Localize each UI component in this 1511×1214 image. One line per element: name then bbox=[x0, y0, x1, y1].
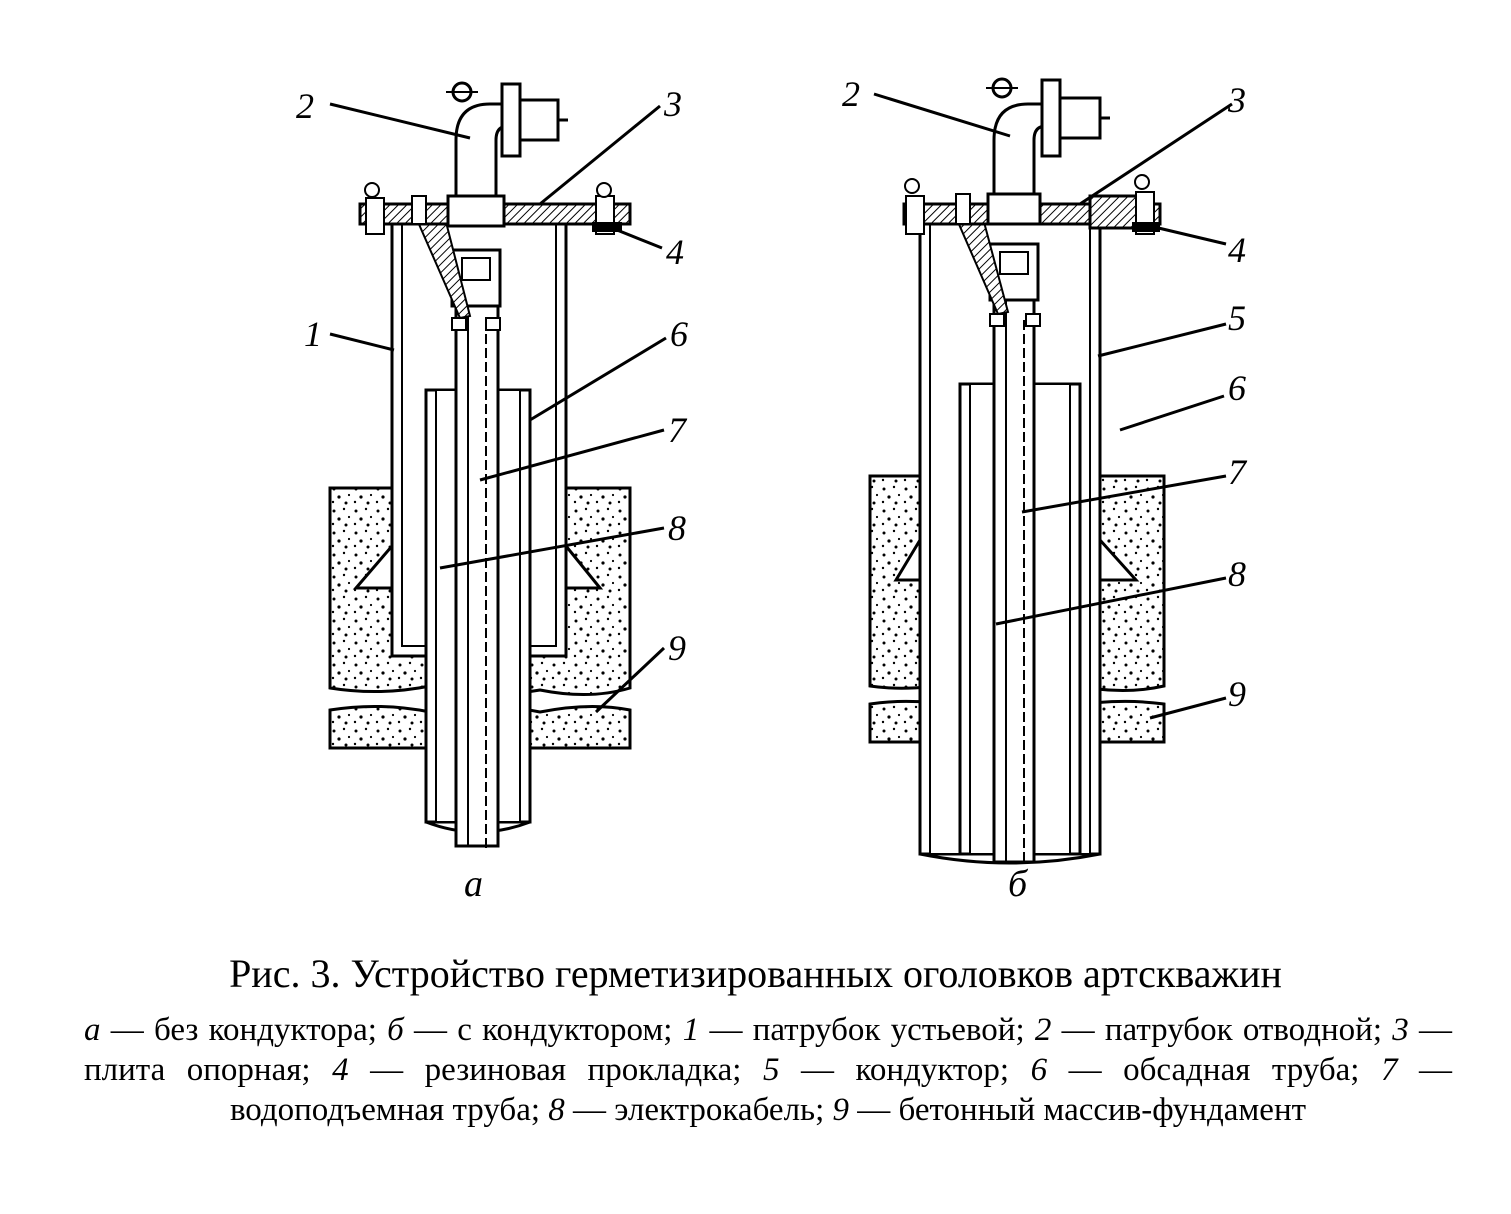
legend-text: — обсадная труба; bbox=[1047, 1052, 1381, 1088]
legend-text: — бетонный массив-фундамент bbox=[849, 1092, 1307, 1128]
anchor-right bbox=[1098, 536, 1140, 582]
legend-text: — кондуктор; bbox=[779, 1052, 1031, 1088]
anchor-left bbox=[893, 534, 922, 582]
sublabel-a: а bbox=[464, 863, 483, 905]
variant-a-drawing bbox=[328, 81, 632, 852]
legend-text: — резиновая прокладка; bbox=[348, 1052, 763, 1088]
legend-text: — водоподъемная труба; bbox=[229, 1052, 1453, 1128]
legend-key: 2 bbox=[1034, 1012, 1052, 1048]
callout-b-4: 4 bbox=[1228, 230, 1246, 270]
figure-caption-legend: а — без кондуктора; б — с кондуктором; 1… bbox=[84, 1010, 1452, 1130]
callout-a-9: 9 bbox=[668, 628, 686, 668]
callout-a-4: 4 bbox=[666, 232, 684, 272]
callout-a-8: 8 bbox=[668, 508, 686, 548]
callout-b-2: 2 bbox=[842, 74, 860, 114]
callout-a-1: 1 bbox=[304, 314, 322, 354]
legend-text: — без кондуктора; bbox=[100, 1012, 388, 1048]
anchor-right bbox=[564, 541, 604, 590]
legend-key: 7 bbox=[1381, 1052, 1398, 1088]
figure-caption-title: Рис. 3. Устройство герметизированных ого… bbox=[229, 951, 1282, 996]
callout-b-7: 7 bbox=[1228, 452, 1248, 492]
callout-b-9: 9 bbox=[1228, 674, 1246, 714]
rubber-gasket bbox=[1132, 222, 1160, 232]
callout-a-6: 6 bbox=[670, 314, 688, 354]
callout-b-8: 8 bbox=[1228, 554, 1246, 594]
callout-b-6: 6 bbox=[1228, 368, 1246, 408]
legend-key: 8 bbox=[548, 1092, 565, 1128]
legend-key: б bbox=[387, 1012, 404, 1048]
outlet-pipe bbox=[454, 102, 509, 204]
legend-key: 3 bbox=[1392, 1012, 1409, 1048]
riser-pipe bbox=[454, 298, 500, 848]
legend-text: — электрокабель; bbox=[564, 1092, 833, 1128]
legend-key: 6 bbox=[1030, 1052, 1048, 1088]
variant-a-callouts bbox=[329, 102, 667, 714]
legend-text: — патрубок устьевой; bbox=[699, 1012, 1035, 1048]
rubber-gasket bbox=[592, 222, 622, 232]
variant-b-drawing bbox=[868, 77, 1166, 866]
callout-a-2: 2 bbox=[296, 86, 314, 126]
legend-key: 4 bbox=[332, 1052, 349, 1088]
callout-a-3: 3 bbox=[663, 84, 682, 124]
legend-key: 5 bbox=[763, 1052, 780, 1088]
legend-key: 1 bbox=[682, 1012, 700, 1048]
outlet-pipe bbox=[992, 102, 1047, 204]
callout-a-7: 7 bbox=[668, 410, 688, 450]
callout-b-5: 5 bbox=[1228, 298, 1246, 338]
riser-pipe bbox=[992, 298, 1036, 864]
legend-key: 9 bbox=[832, 1092, 850, 1128]
anchor-left bbox=[352, 541, 394, 590]
legend-key: а bbox=[84, 1012, 101, 1048]
legend-text: — плита опорная; bbox=[84, 1012, 1453, 1088]
wellhead-diagram: 2 3 4 1 6 7 8 9 а bbox=[296, 74, 1248, 905]
variant-b-callouts bbox=[873, 92, 1233, 720]
legend-text: — с кондуктором; bbox=[403, 1012, 683, 1048]
sublabel-b: б bbox=[1008, 863, 1029, 905]
callout-b-3: 3 bbox=[1227, 80, 1246, 120]
legend-text: — патрубок отводной; bbox=[1051, 1012, 1393, 1048]
